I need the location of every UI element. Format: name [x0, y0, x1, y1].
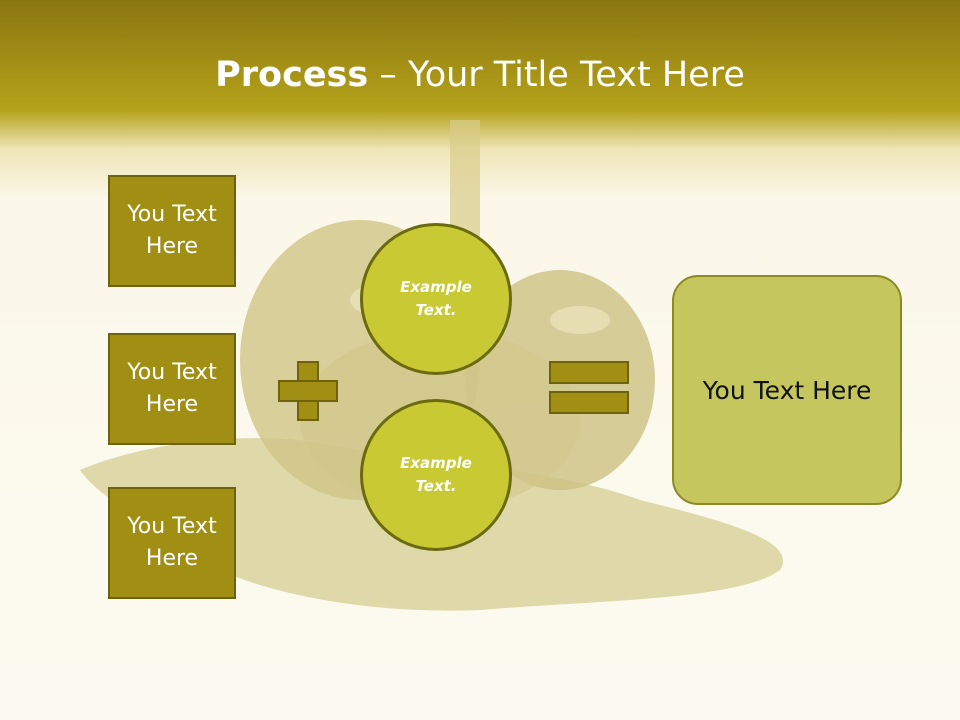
example-circle-1: Example Text. [360, 223, 512, 375]
input-box-3: You Text Here [108, 487, 236, 599]
example-circle-label: Example Text. [400, 278, 472, 319]
input-box-label: You Text Here [127, 514, 217, 571]
example-circle-label: Example Text. [400, 454, 472, 495]
equals-icon [549, 361, 629, 414]
input-box-1: You Text Here [108, 175, 236, 287]
example-circle-2: Example Text. [360, 399, 512, 551]
title-bold: Process [215, 55, 369, 95]
result-box: You Text Here [672, 275, 902, 505]
input-box-label: You Text Here [127, 360, 217, 417]
result-label: You Text Here [702, 375, 872, 405]
slide-title: Process – Your Title Text Here [0, 52, 960, 98]
title-rest: – Your Title Text Here [368, 55, 745, 95]
plus-icon [278, 361, 338, 421]
input-box-label: You Text Here [127, 202, 217, 259]
input-box-2: You Text Here [108, 333, 236, 445]
